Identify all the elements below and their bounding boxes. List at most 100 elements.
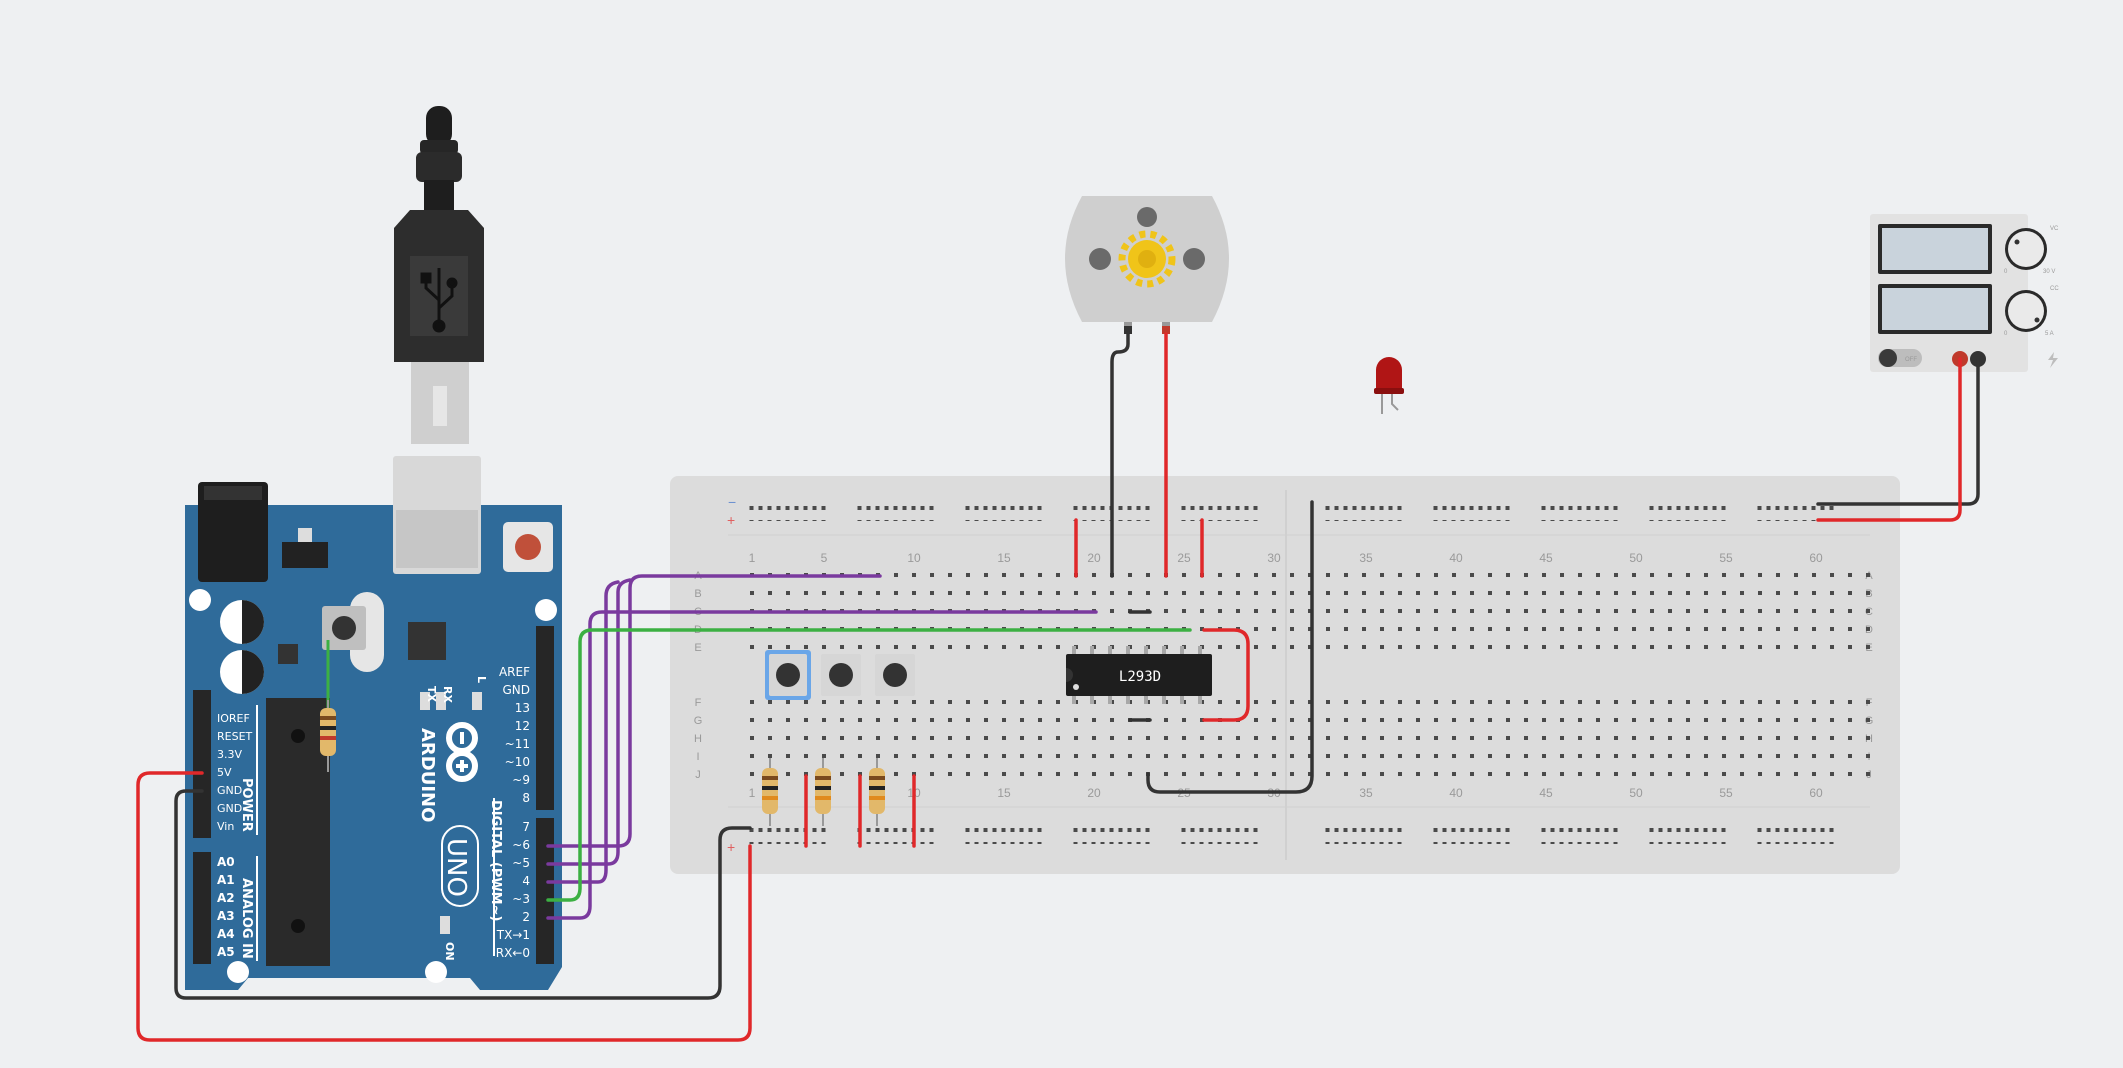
breadboard-hole[interactable]	[1578, 573, 1582, 577]
breadboard-hole[interactable]	[1776, 591, 1780, 595]
breadboard-hole[interactable]	[822, 700, 826, 704]
breadboard-hole[interactable]	[1362, 700, 1366, 704]
dc-motor[interactable]	[1065, 196, 1229, 334]
breadboard-hole[interactable]	[768, 718, 772, 722]
breadboard-hole[interactable]	[1830, 736, 1834, 740]
breadboard-hole[interactable]	[1578, 627, 1582, 631]
breadboard-hole[interactable]	[1596, 772, 1600, 776]
breadboard-hole[interactable]	[1416, 754, 1420, 758]
breadboard-hole[interactable]	[1038, 573, 1042, 577]
breadboard-hole[interactable]	[1596, 591, 1600, 595]
breadboard-hole[interactable]	[1668, 573, 1672, 577]
breadboard-hole[interactable]	[1596, 718, 1600, 722]
wire-purple[interactable]	[546, 574, 882, 848]
breadboard-hole[interactable]	[1200, 591, 1204, 595]
breadboard-hole[interactable]	[1686, 573, 1690, 577]
breadboard-hole[interactable]	[750, 718, 754, 722]
breadboard-hole[interactable]	[1722, 754, 1726, 758]
breadboard-hole[interactable]	[930, 591, 934, 595]
breadboard-hole[interactable]	[1038, 772, 1042, 776]
breadboard-hole[interactable]	[1254, 718, 1258, 722]
breadboard-hole[interactable]	[1452, 718, 1456, 722]
breadboard-hole[interactable]	[1398, 736, 1402, 740]
wire-black[interactable]	[174, 789, 752, 1000]
breadboard-hole[interactable]	[1434, 754, 1438, 758]
breadboard-hole[interactable]	[1830, 700, 1834, 704]
breadboard-hole[interactable]	[1596, 736, 1600, 740]
breadboard-hole[interactable]	[1020, 573, 1024, 577]
breadboard-hole[interactable]	[1560, 591, 1564, 595]
breadboard-hole[interactable]	[1452, 736, 1456, 740]
breadboard-hole[interactable]	[1452, 772, 1456, 776]
breadboard-hole[interactable]	[1308, 754, 1312, 758]
breadboard-hole[interactable]	[1128, 591, 1132, 595]
breadboard-hole[interactable]	[930, 645, 934, 649]
breadboard-hole[interactable]	[1704, 700, 1708, 704]
breadboard-hole[interactable]	[1542, 627, 1546, 631]
breadboard-hole[interactable]	[1398, 573, 1402, 577]
breadboard-hole[interactable]	[876, 736, 880, 740]
breadboard-hole[interactable]	[1200, 754, 1204, 758]
breadboard-hole[interactable]	[948, 700, 952, 704]
breadboard-hole[interactable]	[1506, 609, 1510, 613]
breadboard-hole[interactable]	[1848, 645, 1852, 649]
breadboard-hole[interactable]	[1272, 700, 1276, 704]
breadboard-hole[interactable]	[1776, 736, 1780, 740]
breadboard-hole[interactable]	[1074, 736, 1078, 740]
breadboard-hole[interactable]	[1614, 754, 1618, 758]
pushbutton-3[interactable]	[875, 654, 915, 696]
breadboard-hole[interactable]	[1344, 591, 1348, 595]
breadboard-hole[interactable]	[1740, 627, 1744, 631]
breadboard-hole[interactable]	[1848, 736, 1852, 740]
breadboard-hole[interactable]	[1002, 754, 1006, 758]
breadboard-hole[interactable]	[1002, 645, 1006, 649]
breadboard-hole[interactable]	[1200, 627, 1204, 631]
breadboard-hole[interactable]	[1344, 627, 1348, 631]
breadboard-hole[interactable]	[1794, 754, 1798, 758]
breadboard-hole[interactable]	[1776, 718, 1780, 722]
breadboard-hole[interactable]	[1506, 754, 1510, 758]
breadboard-hole[interactable]	[1614, 609, 1618, 613]
breadboard-hole[interactable]	[1632, 627, 1636, 631]
breadboard-hole[interactable]	[1614, 591, 1618, 595]
breadboard-hole[interactable]	[1074, 772, 1078, 776]
breadboard-hole[interactable]	[912, 772, 916, 776]
breadboard-hole[interactable]	[1038, 754, 1042, 758]
breadboard-hole[interactable]	[1452, 591, 1456, 595]
breadboard-hole[interactable]	[1236, 609, 1240, 613]
breadboard-hole[interactable]	[984, 573, 988, 577]
breadboard-hole[interactable]	[1272, 645, 1276, 649]
breadboard-hole[interactable]	[1236, 645, 1240, 649]
breadboard-hole[interactable]	[1830, 591, 1834, 595]
breadboard-hole[interactable]	[1650, 627, 1654, 631]
arduino-uno-board[interactable]: TX RX L ON ARDUINO UNO DIGITAL (PWM~) PO…	[185, 456, 562, 990]
breadboard-hole[interactable]	[1326, 573, 1330, 577]
breadboard-hole[interactable]	[858, 754, 862, 758]
breadboard-hole[interactable]	[1686, 736, 1690, 740]
breadboard-hole[interactable]	[1290, 591, 1294, 595]
breadboard-hole[interactable]	[948, 754, 952, 758]
breadboard-hole[interactable]	[1002, 772, 1006, 776]
breadboard-hole[interactable]	[966, 591, 970, 595]
breadboard-hole[interactable]	[822, 754, 826, 758]
breadboard-hole[interactable]	[1434, 718, 1438, 722]
breadboard-hole[interactable]	[1254, 645, 1258, 649]
breadboard-hole[interactable]	[1560, 772, 1564, 776]
breadboard-hole[interactable]	[1740, 609, 1744, 613]
breadboard-hole[interactable]	[840, 645, 844, 649]
breadboard-hole[interactable]	[1020, 718, 1024, 722]
breadboard-hole[interactable]	[1488, 718, 1492, 722]
breadboard-hole[interactable]	[822, 718, 826, 722]
breadboard-hole[interactable]	[1578, 772, 1582, 776]
breadboard-hole[interactable]	[1794, 573, 1798, 577]
breadboard-hole[interactable]	[1848, 700, 1852, 704]
breadboard-hole[interactable]	[1632, 591, 1636, 595]
breadboard-hole[interactable]	[1218, 700, 1222, 704]
breadboard-hole[interactable]	[984, 736, 988, 740]
breadboard-hole[interactable]	[966, 718, 970, 722]
breadboard-hole[interactable]	[1488, 754, 1492, 758]
breadboard-hole[interactable]	[1164, 609, 1168, 613]
breadboard-hole[interactable]	[1776, 609, 1780, 613]
breadboard-hole[interactable]	[1542, 591, 1546, 595]
breadboard-hole[interactable]	[1704, 609, 1708, 613]
